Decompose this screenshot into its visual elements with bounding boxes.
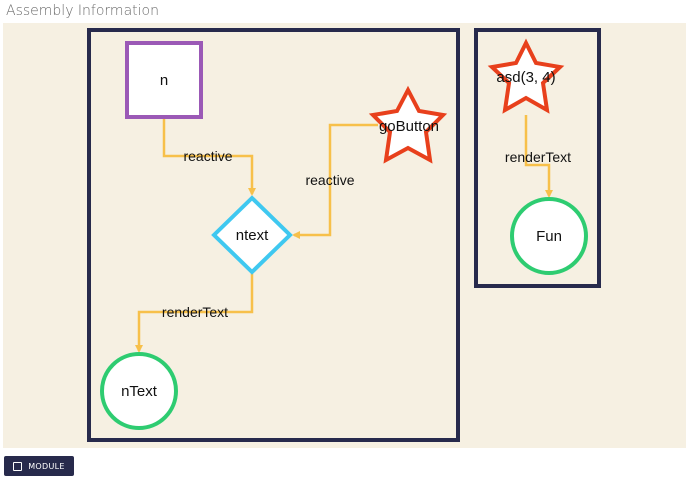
assembly-diagram: reactive reactive renderText renderText …	[87, 28, 601, 442]
edge-label: renderText	[162, 304, 228, 320]
node-label: asd(3, 4)	[496, 69, 555, 86]
node-ntext[interactable]: ntext	[211, 195, 293, 275]
node-asd[interactable]: asd(3, 4)	[487, 38, 565, 114]
node-fun[interactable]: Fun	[510, 197, 588, 275]
square-node-shape	[125, 41, 203, 119]
node-label: ntext	[236, 227, 269, 244]
checkbox-icon	[13, 461, 23, 471]
node-n[interactable]: n	[125, 41, 203, 119]
edge-n-ntext	[162, 118, 256, 196]
node-label: goButton	[379, 118, 439, 135]
edge-ntext-ntext-out	[135, 272, 254, 353]
module-button-label: MODULE	[28, 461, 65, 471]
node-label: Fun	[536, 228, 562, 245]
edge-label: renderText	[505, 149, 571, 165]
module-box-main[interactable]	[87, 28, 460, 442]
circle-node-shape	[510, 197, 588, 275]
diamond-node-shape	[211, 195, 293, 275]
node-label: nText	[121, 383, 158, 400]
circle-node-shape	[100, 352, 178, 430]
edge-label: reactive	[305, 172, 354, 188]
page-title: Assembly Information	[6, 3, 159, 19]
edge-label: reactive	[183, 148, 232, 164]
edge-gobutton-ntext	[292, 123, 378, 239]
module-box-side[interactable]	[474, 28, 601, 288]
node-gobutton[interactable]: goButton	[368, 85, 448, 164]
node-label: n	[160, 72, 168, 89]
node-ntext-output[interactable]: nText	[100, 352, 178, 430]
edge-asd-fun	[524, 115, 553, 198]
module-button[interactable]: MODULE	[4, 456, 74, 476]
star-node-shape	[487, 38, 565, 114]
star-node-shape	[368, 85, 448, 164]
